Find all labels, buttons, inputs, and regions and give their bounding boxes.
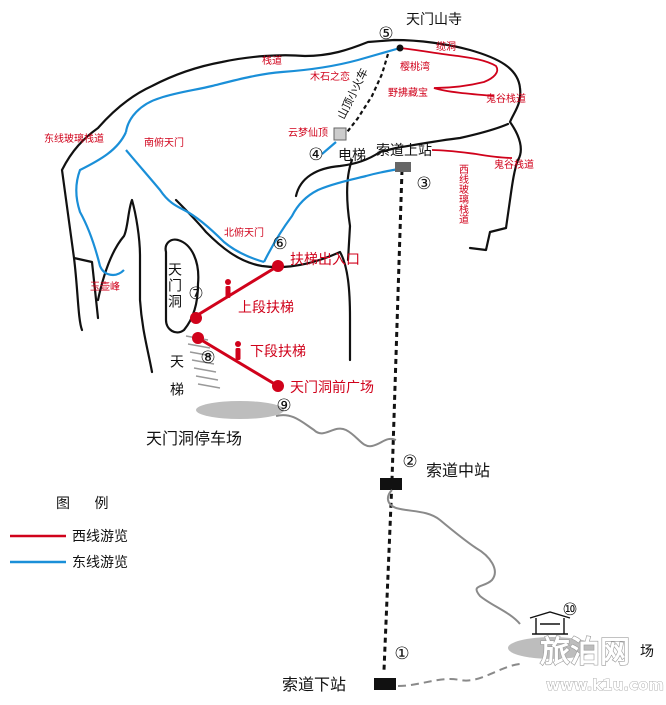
- stop-3-label: 索道上站: [376, 142, 432, 159]
- pagoda-icon: [529, 611, 571, 635]
- stop-7: ⑦ 天门洞: [166, 262, 204, 310]
- stop-9-number: ⑨: [276, 396, 291, 416]
- stop-10: ⑩ 场: [562, 600, 654, 660]
- west-temple-loop: [399, 47, 499, 97]
- watermark-brand: 旅泊网: [540, 635, 630, 670]
- upper-escalator-line: [195, 264, 279, 318]
- spot-yefo-treasure: 野拂藏宝: [388, 86, 428, 99]
- stop-1-label: 索道下站: [282, 675, 346, 694]
- center-pillar-outline: [174, 198, 352, 362]
- stop-3: ③ 索道上站: [376, 142, 432, 194]
- east-loop-outer: [124, 46, 401, 133]
- spot-cableway-place: 缆洞: [436, 40, 456, 53]
- dot-escalator-exit: [272, 260, 284, 272]
- stop-4: ④ 电梯: [308, 145, 366, 165]
- dot-ladder-top: [192, 332, 204, 344]
- west-ghost-valley: [431, 149, 513, 159]
- stop-2-number: ②: [402, 452, 417, 472]
- stop-9-label: 天门洞前广场: [290, 379, 374, 396]
- dot-temple: [396, 44, 404, 52]
- stop-10-number: ⑩: [562, 600, 577, 620]
- stop-8-label: 天梯: [168, 354, 184, 410]
- parking-label: 天门洞停车场: [146, 429, 242, 448]
- stop-4-number: ④: [308, 145, 323, 165]
- stop-8: ⑧ 天梯: [168, 348, 216, 410]
- stop-4-label: 电梯: [338, 148, 366, 164]
- spot-west-glass-walkway: 西线玻璃栈道: [457, 164, 469, 224]
- stop-5-number: ⑤: [378, 24, 393, 44]
- stop-10-label: 场: [640, 644, 654, 660]
- stop-6-label: 扶梯出入口: [290, 252, 360, 268]
- cableway-line: [382, 169, 404, 671]
- lower-station-marker: [374, 678, 396, 690]
- stop-2: ② 索道中站: [402, 452, 490, 480]
- stop-5-label: 天门山寺: [406, 12, 462, 28]
- upper-station-marker: [395, 162, 411, 172]
- east-tour-line: [75, 46, 405, 276]
- stop-5: ⑤ 天门山寺: [378, 12, 462, 44]
- step: [197, 383, 221, 389]
- mini-train-line: [343, 53, 390, 137]
- upper-escalator-label: 上段扶梯: [238, 300, 294, 316]
- step: [189, 351, 213, 357]
- outer-cliff-outline: [60, 38, 522, 374]
- stop-7-label: 天门洞: [166, 262, 182, 310]
- stop-1: ① 索道下站: [282, 644, 410, 694]
- elevator-top-marker: [333, 127, 347, 141]
- lower-parking-area: [508, 637, 596, 659]
- watermark: 旅泊网 www.k1u.com: [539, 634, 664, 694]
- legend-east-label: 东线游览: [72, 555, 128, 571]
- legend-title: 图 例: [56, 496, 118, 512]
- stop-8-number: ⑧: [200, 348, 215, 368]
- tianmen-cave-outline: [164, 238, 200, 334]
- middle-station-marker: [380, 478, 402, 490]
- lower-escalator-line: [197, 336, 279, 388]
- watermark-url: www.k1u.com: [546, 676, 664, 694]
- dot-cave-plaza: [272, 380, 284, 392]
- spot-mushi-zhilian: 木石之恋: [310, 70, 350, 83]
- step: [191, 359, 215, 365]
- stop-3-number: ③: [416, 174, 431, 194]
- stop-6-number: ⑥: [272, 234, 287, 254]
- east-to-elevator: [321, 141, 337, 155]
- stop-7-number: ⑦: [188, 284, 203, 304]
- spot-north-overlook: 北俯天门: [224, 226, 264, 239]
- step: [193, 367, 217, 373]
- person-icon: [225, 279, 231, 298]
- step: [187, 343, 211, 349]
- step: [195, 375, 219, 381]
- spot-ghost-valley-plank-1: 鬼谷栈道: [486, 92, 526, 105]
- mountain-outline: [60, 38, 522, 374]
- stop-6: ⑥ 扶梯出入口: [272, 234, 360, 268]
- stop-9: ⑨ 天门洞前广场: [276, 379, 374, 416]
- spot-yunmeng-top: 云梦仙顶: [288, 126, 328, 139]
- east-loop-south: [125, 149, 265, 264]
- spot-cherry-bay: 樱桃湾: [400, 60, 430, 73]
- lower-escalator-label: 下段扶梯: [250, 344, 306, 360]
- stop-1-number: ①: [394, 644, 409, 664]
- tianmen-cave-parking-area: [196, 401, 284, 419]
- road-upper-switchbacks: [275, 414, 521, 625]
- spot-east-glass-walkway: 东线玻璃栈道: [44, 132, 104, 145]
- stop-2-label: 索道中站: [426, 461, 490, 480]
- spot-plank-road: 栈道: [262, 54, 282, 67]
- dot-cave: [190, 312, 202, 324]
- west-tour-line-summit: [399, 47, 513, 159]
- person-icon: [235, 341, 241, 360]
- spot-yuhu-peak: 玉壶峰: [90, 280, 120, 293]
- mountain-road: [275, 414, 521, 687]
- escalator-routes: [195, 264, 279, 388]
- road-lower-dashed: [397, 663, 521, 687]
- spot-south-overlook: 南俯天门: [144, 136, 184, 149]
- east-loop-left: [75, 131, 128, 276]
- inner-summit-outline: [294, 122, 510, 198]
- legend: 图 例 西线游览 东线游览: [10, 496, 128, 571]
- spot-ghost-valley-plank-2: 鬼谷栈道: [494, 158, 534, 171]
- east-to-upper-station: [263, 166, 405, 263]
- right-cliff-outline: [346, 158, 354, 262]
- legend-west-label: 西线游览: [72, 529, 128, 545]
